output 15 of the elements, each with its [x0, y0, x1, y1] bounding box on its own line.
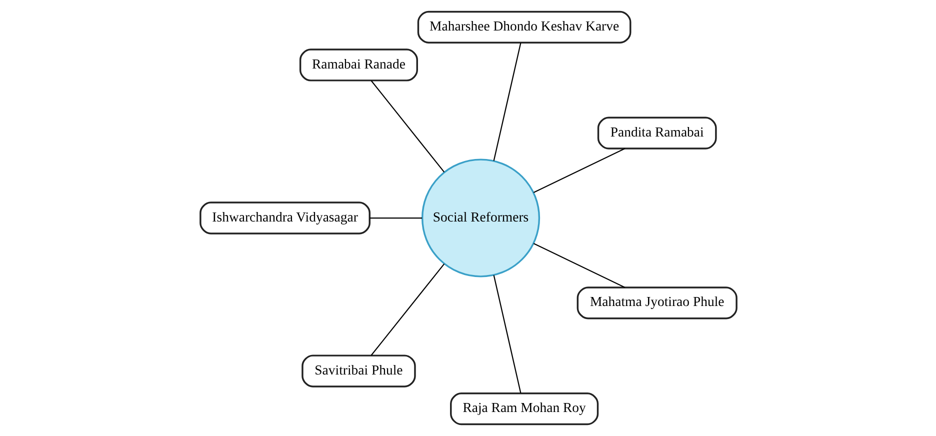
node-circle: Social Reformers [420, 158, 540, 278]
node-box: Ishwarchandra Vidyasagar [199, 202, 370, 234]
connector [492, 42, 521, 161]
node-box: Ramabai Ranade [298, 48, 418, 82]
node-box: Savitribai Phule [301, 354, 416, 388]
connector [492, 275, 521, 394]
node-box: Raja Ram Mohan Roy [450, 392, 598, 426]
connector [369, 217, 422, 219]
connector [370, 80, 444, 172]
connector [370, 264, 444, 356]
node-box: Maharshee Dhondo Keshav Karve [416, 10, 631, 44]
node-box: Pandita Ramabai [596, 116, 716, 150]
node-box: Mahatma Jyotirao Phule [576, 286, 737, 320]
connector [532, 242, 625, 288]
connector [532, 148, 625, 194]
